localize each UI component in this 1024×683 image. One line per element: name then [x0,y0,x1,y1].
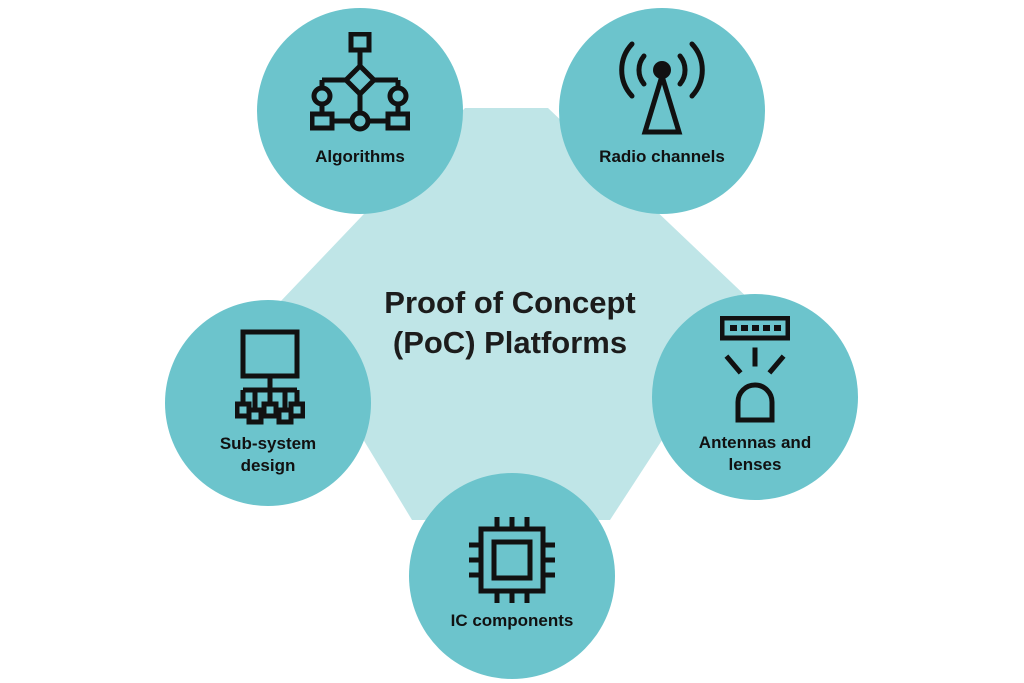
node-label: Sub-system design [219,434,317,475]
node-ic-components: IC components [409,473,615,679]
antenna-lens-icon [720,316,790,423]
diagram-title: Proof of Concept (PoC) Platforms [300,283,720,363]
radio-tower-icon [619,41,705,135]
node-label: Antennas and lenses [698,433,812,474]
node-label: Radio channels [599,147,725,166]
flowchart-icon [310,32,410,132]
node-antennas-and-lenses: Antennas and lenses [652,294,858,500]
node-radio-channels: Radio channels [559,8,765,214]
title-line-1: Proof of Concept [384,285,636,320]
node-label: IC components [450,611,574,630]
hierarchy-icon [235,329,305,425]
node-algorithms: Algorithms [257,8,463,214]
chip-icon [469,517,555,603]
node-label: Algorithms [315,147,405,166]
title-line-2: (PoC) Platforms [392,325,628,360]
node-sub-system-design: Sub-system design [165,300,371,506]
